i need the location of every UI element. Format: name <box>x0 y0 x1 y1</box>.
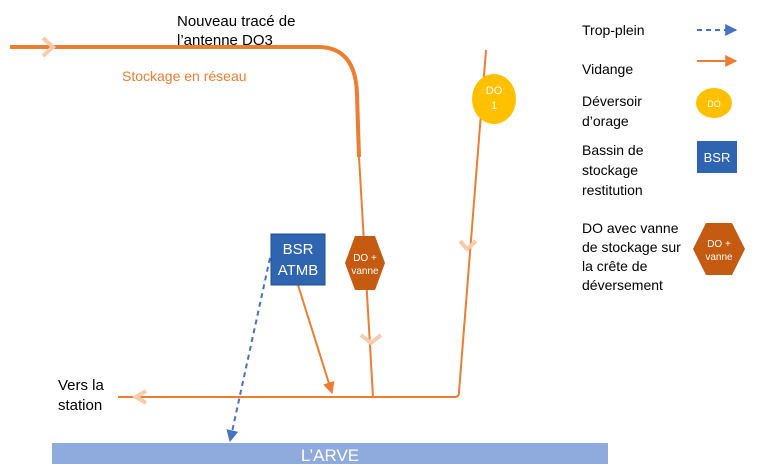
bsr-atmb-label-1: BSR <box>283 241 314 258</box>
legend: Trop-plein Vidange Déversoir d’orage DO … <box>582 22 745 293</box>
to-station-label-2: station <box>58 397 102 414</box>
collector-flow-chevron <box>132 389 148 405</box>
legend-vanne-label-2: de stockage sur <box>582 239 681 255</box>
do-vanne-label-1: DO + <box>353 253 377 264</box>
legend-bsr-box <box>697 141 737 173</box>
legend-bassin-label-1: Bassin de <box>582 142 644 158</box>
do1-label-2: 1 <box>491 100 497 112</box>
bsr-overflow-arrow <box>226 257 271 443</box>
legend-vanne-symbol-2: vanne <box>705 252 733 263</box>
antenna-do3-pipe <box>10 45 361 158</box>
legend-vanne-label-1: DO avec vanne <box>582 220 679 236</box>
bsr-atmb-box <box>270 233 326 286</box>
bsr-drain-arrow <box>297 284 335 395</box>
river-band <box>52 443 608 464</box>
river-label: L’ARVE <box>301 446 359 464</box>
legend-do-symbol: DO <box>707 99 721 109</box>
do-vanne-hexagon <box>345 236 385 290</box>
descending-flow-chevron <box>359 333 383 346</box>
legend-deversoir-label-1: Déversoir <box>582 93 642 109</box>
to-station-label-1: Vers la <box>58 377 105 394</box>
legend-vanne-symbol-1: DO + <box>707 239 731 250</box>
main-collector-pipe <box>118 49 487 398</box>
legend-drain-label: Vidange <box>582 61 633 77</box>
do1-branch-flow-chevron <box>458 239 478 252</box>
do1-label-1: DO <box>486 85 503 97</box>
antenna-title-1: Nouveau tracé de <box>177 13 295 30</box>
legend-bassin-label-3: restitution <box>582 182 643 198</box>
do-vanne-label-2: vanne <box>351 266 379 277</box>
antenna-title-2: l’antenne DO3 <box>177 32 273 49</box>
legend-vanne-hexagon <box>693 223 745 275</box>
bsr-atmb-label-2: ATMB <box>278 262 319 279</box>
legend-vanne-label-4: déversement <box>582 277 663 293</box>
legend-overflow-label: Trop-plein <box>582 22 645 38</box>
legend-do-circle <box>696 88 732 118</box>
storage-network-label: Stockage en réseau <box>122 68 247 84</box>
do1-circle <box>472 74 516 124</box>
legend-vanne-label-3: la crête de <box>582 258 648 274</box>
legend-deversoir-label-2: d’orage <box>582 113 629 129</box>
antenna-flow-chevron <box>41 36 56 58</box>
legend-bassin-label-2: stockage <box>582 162 638 178</box>
legend-bsr-symbol: BSR <box>704 150 731 165</box>
